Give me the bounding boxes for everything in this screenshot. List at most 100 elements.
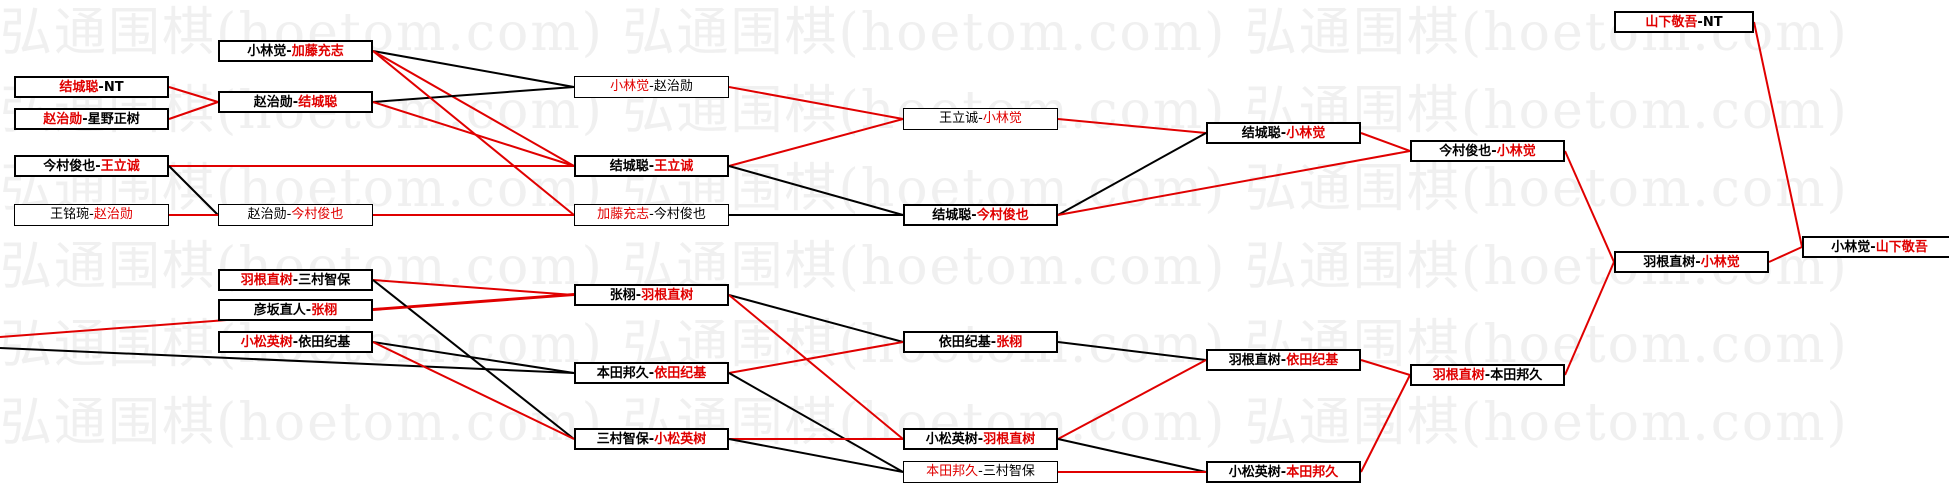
match-box[interactable]: 山下敬吾-NT <box>1614 11 1754 33</box>
player-name: 加藤充志 <box>597 207 650 222</box>
bracket-line <box>0 347 575 374</box>
bracket-line <box>728 294 904 440</box>
player-name: 小林觉 <box>610 79 650 94</box>
player-name: 羽根直树 <box>1432 368 1485 383</box>
player-name: 依田纪基 <box>654 366 707 381</box>
match-box[interactable]: 今村俊也-小林觉 <box>1410 140 1565 162</box>
bracket-line <box>1057 438 1207 473</box>
match-box[interactable]: 结城聪-小林觉 <box>1206 122 1361 144</box>
match-box[interactable]: 小松英树-羽根直树 <box>903 428 1058 450</box>
match-box[interactable]: 小松英树-依田纪基 <box>218 331 373 353</box>
player-name: 赵治勋 <box>43 112 83 127</box>
player-name: 张栩 <box>609 288 636 303</box>
match-box[interactable]: 王铭琬-赵治勋 <box>14 204 169 226</box>
bracket-line <box>372 86 575 103</box>
bracket-line <box>372 341 575 440</box>
match-box[interactable]: 小林觉-加藤充志 <box>218 40 373 62</box>
player-name: 山下敬吾 <box>1645 15 1698 30</box>
match-box[interactable]: 彦坂直人-张栩 <box>218 299 373 321</box>
player-name: 本田邦久 <box>1490 368 1543 383</box>
player-name: 结城聪 <box>59 80 99 95</box>
match-box[interactable]: 结城聪-王立诚 <box>574 155 729 177</box>
match-box[interactable]: 本田邦久-三村智保 <box>903 461 1058 483</box>
bracket-line <box>1057 341 1207 361</box>
bracket-line <box>728 118 904 167</box>
bracket-line <box>372 279 575 296</box>
player-name: NT <box>103 80 124 95</box>
separator: - <box>1697 15 1703 30</box>
player-name: 依田纪基 <box>938 335 991 350</box>
player-name: 结城聪 <box>1241 126 1281 141</box>
separator: - <box>978 464 983 479</box>
player-name: 依田纪基 <box>1286 353 1339 368</box>
player-name: 小松英树 <box>925 432 978 447</box>
player-name: 今村俊也 <box>1439 144 1492 159</box>
bracket-line <box>1057 118 1207 134</box>
bracket-line <box>168 86 219 103</box>
match-box[interactable]: 小林觉-山下敬吾 <box>1802 236 1949 258</box>
separator: - <box>89 207 94 222</box>
player-name: 小林觉 <box>1700 255 1740 270</box>
separator: - <box>649 207 654 222</box>
player-name: 张栩 <box>996 335 1023 350</box>
bracket-line <box>728 165 904 216</box>
separator: - <box>1280 465 1287 480</box>
match-box[interactable]: 小林觉-赵治勋 <box>574 76 729 98</box>
player-name: 羽根直树 <box>1228 353 1281 368</box>
bracket-line <box>1360 374 1411 473</box>
separator: - <box>1695 255 1701 270</box>
bracket-line <box>1753 21 1803 248</box>
separator: - <box>978 111 983 126</box>
player-name: 赵治勋 <box>247 207 287 222</box>
bracket-line <box>1057 359 1207 440</box>
match-box[interactable]: 羽根直树-三村智保 <box>218 269 373 291</box>
match-box[interactable]: 结城聪-NT <box>14 76 169 98</box>
bracket-line <box>372 50 575 216</box>
player-name: 小林觉 <box>1831 240 1871 255</box>
player-name: 山下敬吾 <box>1875 240 1928 255</box>
player-name: 结城聪 <box>609 159 649 174</box>
player-name: 依田纪基 <box>298 335 351 350</box>
separator: - <box>1484 368 1491 383</box>
match-box[interactable]: 本田邦久-依田纪基 <box>574 362 729 384</box>
player-name: 赵治勋 <box>253 95 293 110</box>
match-box[interactable]: 羽根直树-依田纪基 <box>1206 349 1361 371</box>
match-box[interactable]: 羽根直树-小林觉 <box>1614 251 1769 273</box>
player-name: 结城聪 <box>932 208 972 223</box>
match-box[interactable]: 依田纪基-张栩 <box>903 331 1058 353</box>
match-box[interactable]: 张栩-羽根直树 <box>574 284 729 306</box>
bracket-line <box>728 341 904 374</box>
match-box[interactable]: 结城聪-今村俊也 <box>903 204 1058 226</box>
match-box[interactable]: 羽根直树-本田邦久 <box>1410 364 1565 386</box>
player-name: 小松英树 <box>654 432 707 447</box>
bracket-line <box>1768 246 1803 263</box>
player-name: 彦坂直人 <box>253 303 306 318</box>
separator: - <box>1280 126 1287 141</box>
match-box[interactable]: 王立诚-小林觉 <box>903 108 1058 130</box>
separator: - <box>292 335 299 350</box>
player-name: 小松英树 <box>1228 465 1281 480</box>
match-box[interactable]: 三村智保-小松英树 <box>574 428 729 450</box>
bracket-line <box>372 341 575 374</box>
bracket-line <box>1057 150 1411 216</box>
player-name: 小林觉 <box>1286 126 1326 141</box>
player-name: 小林觉 <box>247 44 287 59</box>
match-box[interactable]: 今村俊也-王立诚 <box>14 155 169 177</box>
player-name: 张栩 <box>311 303 338 318</box>
bracket-line <box>372 50 575 88</box>
separator: - <box>286 44 292 59</box>
match-box[interactable]: 赵治勋-今村俊也 <box>218 204 373 226</box>
match-box[interactable]: 加藤充志-今村俊也 <box>574 204 729 226</box>
player-name: 小松英树 <box>240 335 293 350</box>
match-box[interactable]: 赵治勋-星野正树 <box>14 108 169 130</box>
match-box[interactable]: 小松英树-本田邦久 <box>1206 461 1361 483</box>
player-name: 结城聪 <box>298 95 338 110</box>
player-name: 本田邦久 <box>1286 465 1339 480</box>
bracket-line <box>168 101 219 120</box>
bracket-line <box>728 294 904 343</box>
separator: - <box>292 273 299 288</box>
player-name: 三村智保 <box>298 273 351 288</box>
match-box[interactable]: 赵治勋-结城聪 <box>218 91 373 113</box>
bracket-line <box>1057 132 1207 216</box>
